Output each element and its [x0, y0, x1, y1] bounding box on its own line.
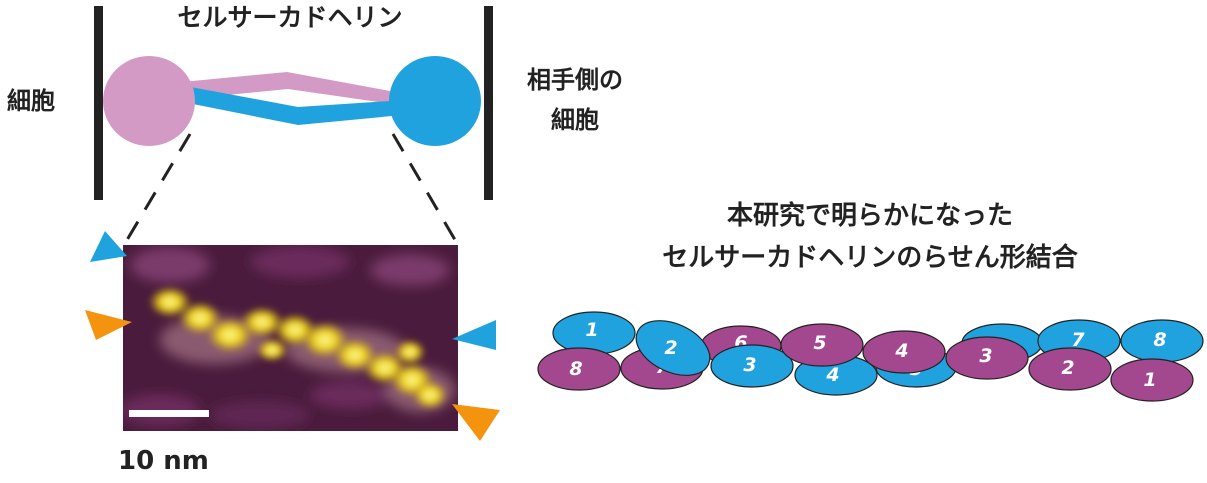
result-title-line1: 本研究で明らかになった — [727, 200, 1013, 231]
zoom-line-left — [122, 133, 192, 246]
result-title-line2: セルサーカドヘリンのらせん形結合 — [662, 242, 1078, 273]
helix-oval-blue-3: 3 — [710, 344, 794, 388]
right-cell-label-line2: 細胞 — [551, 106, 599, 134]
scale-bar — [129, 410, 209, 417]
helix-oval-blue-2: 2 — [635, 320, 711, 376]
helix-oval-pink-8: 8 — [537, 347, 621, 391]
orange-arrowhead-bottom-right — [452, 404, 500, 441]
right-cell-label-line1: 相手側の — [527, 66, 623, 94]
helix-oval-blue-8: 8 — [1120, 319, 1204, 363]
top-title: セルサーカドヘリン — [177, 3, 402, 32]
left-cell-pink — [103, 56, 195, 146]
svg-text:4: 4 — [825, 364, 839, 386]
helix-oval-pink-2: 2 — [1028, 347, 1112, 391]
helix-diagram: 1 8 6 7 2 3 4 5 — [537, 311, 1204, 402]
helix-oval-pink-1: 1 — [1110, 358, 1194, 402]
helix-oval-pink-5: 5 — [780, 323, 864, 367]
blue-arrowhead-right — [452, 320, 496, 350]
microscopy-image — [123, 245, 458, 431]
svg-text:2: 2 — [1061, 357, 1074, 379]
blue-cadherin-strand — [178, 85, 392, 125]
svg-text:1: 1 — [585, 319, 598, 341]
right-cell-blue — [389, 56, 481, 146]
svg-text:2: 2 — [664, 337, 677, 359]
left-cell-label: 細胞 — [7, 87, 55, 115]
svg-text:8: 8 — [1153, 329, 1166, 351]
scale-bar-label: 10 nm — [118, 446, 209, 476]
svg-text:3: 3 — [743, 354, 756, 376]
helix-oval-pink-4: 4 — [862, 330, 946, 374]
svg-text:3: 3 — [979, 345, 992, 367]
right-membrane — [484, 6, 493, 200]
helix-oval-pink-3: 3 — [945, 336, 1029, 380]
svg-text:8: 8 — [569, 358, 582, 380]
left-membrane — [94, 6, 103, 200]
zoom-line-right — [391, 133, 460, 246]
svg-text:7: 7 — [1071, 329, 1085, 351]
orange-arrowhead-left — [85, 310, 132, 340]
svg-text:4: 4 — [894, 340, 908, 362]
blue-arrowhead-top-left — [90, 231, 127, 262]
helix-oval-blue-1: 1 — [552, 311, 636, 355]
svg-text:1: 1 — [1143, 369, 1156, 391]
pink-cadherin-strand — [182, 72, 392, 104]
svg-text:5: 5 — [813, 332, 826, 354]
